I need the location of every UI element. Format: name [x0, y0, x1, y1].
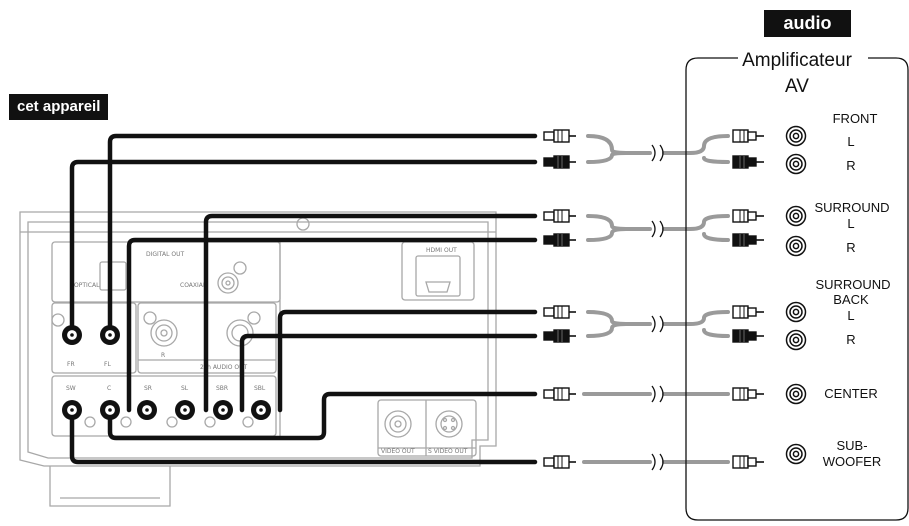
- amp-title-line1: Amplificateur: [742, 50, 852, 71]
- amp-jack-subwoofer: [785, 443, 807, 465]
- cable-subwoofer: [69, 407, 538, 465]
- jack-sbl: [250, 399, 272, 421]
- device-cables: [69, 133, 538, 465]
- plug-front-l-dst: [732, 129, 765, 143]
- ch2-audio-out-label: 2ch AUDIO OUT: [200, 364, 247, 371]
- label-surround: SURROUND: [814, 200, 889, 215]
- jack-label-sr: SR: [144, 385, 152, 392]
- plug-center-src: [543, 387, 577, 401]
- digital-out-label: DIGITAL OUT: [146, 251, 184, 258]
- jack-sbr: [212, 399, 234, 421]
- audio-tag: audio: [764, 10, 851, 37]
- device-tag: cet appareil: [9, 94, 109, 120]
- cable-fr: [69, 159, 538, 333]
- cable-break-marks: [651, 144, 664, 471]
- label-surround-l: L: [847, 216, 854, 231]
- audio-tag-label: audio: [783, 13, 832, 33]
- amp-side-plugs: [732, 129, 765, 469]
- plug-surround-r-src: [543, 233, 577, 247]
- label-center: CENTER: [824, 386, 877, 401]
- plug-surround-l-dst: [732, 209, 765, 223]
- cable-sl: [203, 213, 538, 413]
- plug-sw-dst: [732, 455, 765, 469]
- amp-jack-surround-l: [785, 205, 807, 227]
- label-front-l: L: [847, 134, 854, 149]
- jack-label-sw: SW: [66, 385, 76, 392]
- label-sub-2: WOOFER: [823, 454, 882, 469]
- plug-front-r-src: [543, 155, 577, 169]
- device-tag-label: cet appareil: [17, 98, 101, 115]
- plug-sb-r-src: [543, 329, 577, 343]
- plug-sb-r-dst: [732, 329, 765, 343]
- plug-front-l-src: [543, 129, 577, 143]
- jack-sl: [174, 399, 196, 421]
- optical-label: OPTICAL: [74, 282, 100, 289]
- label-sb-r: R: [846, 332, 855, 347]
- plug-surround-l-src: [543, 209, 577, 223]
- panel-labels: DIGITAL OUT HDMI OUT OPTICAL COAXIAL R 2…: [66, 247, 468, 455]
- amplifier-box: Amplificateur AV: [685, 50, 909, 521]
- amp-jack-front-r: [785, 153, 807, 175]
- plug-sb-l-src: [543, 305, 577, 319]
- label-sub-1: SUB-: [836, 438, 867, 453]
- jack-fr: [61, 324, 83, 346]
- plug-sw-src: [543, 455, 577, 469]
- cable-fl: [107, 133, 538, 333]
- plug-center-dst: [732, 387, 765, 401]
- cable-sbr: [239, 333, 538, 413]
- label-front: FRONT: [833, 111, 878, 126]
- ch2-r-label: R: [161, 352, 165, 359]
- plug-sb-l-dst: [732, 305, 765, 319]
- video-out-label: VIDEO OUT: [381, 448, 415, 455]
- jack-label-sbr: SBR: [216, 385, 228, 392]
- coaxial-label: COAXIAL: [180, 282, 207, 289]
- label-surround-back-1: SURROUND: [815, 277, 890, 292]
- amp-jacks: [785, 125, 807, 465]
- middle-cables: [582, 134, 730, 464]
- plug-surround-r-dst: [732, 233, 765, 247]
- jack-fl: [99, 324, 121, 346]
- jack-c: [99, 399, 121, 421]
- amp-jack-surround-r: [785, 235, 807, 257]
- jack-label-sl: SL: [181, 385, 189, 392]
- s-video-out-label: S VIDEO OUT: [428, 448, 468, 455]
- cable-sr: [126, 237, 538, 413]
- jack-sr: [136, 399, 158, 421]
- jack-label-sbl: SBL: [254, 385, 266, 392]
- amp-jack-sb-l: [785, 301, 807, 323]
- jack-sw: [61, 399, 83, 421]
- label-surround-back-2: BACK: [833, 292, 869, 307]
- label-surround-r: R: [846, 240, 855, 255]
- cable-sbl: [277, 309, 538, 413]
- label-sb-l: L: [847, 308, 854, 323]
- jack-label-fl: FL: [104, 361, 111, 368]
- amp-jack-sb-r: [785, 329, 807, 351]
- hdmi-out-label: HDMI OUT: [426, 247, 457, 254]
- amp-jack-center: [785, 383, 807, 405]
- amp-labels: FRONT L R SURROUND L R SURROUND BACK L R…: [814, 111, 890, 469]
- jack-label-fr: FR: [67, 361, 75, 368]
- device-side-plugs: [543, 129, 577, 469]
- amp-jack-front-l: [785, 125, 807, 147]
- amp-title-line2: AV: [785, 76, 809, 97]
- jack-label-c: C: [107, 385, 111, 392]
- plug-front-r-dst: [732, 155, 765, 169]
- label-front-r: R: [846, 158, 855, 173]
- cable-center: [107, 391, 538, 441]
